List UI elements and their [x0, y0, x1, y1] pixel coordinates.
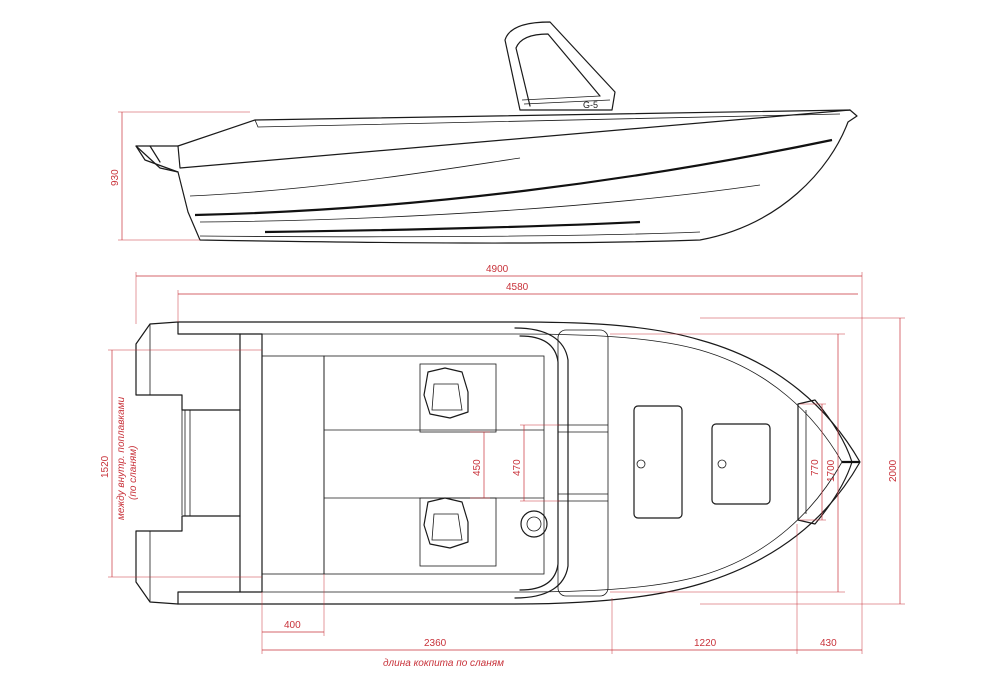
note-between-sponsons-1: между внутр. поплавками: [116, 396, 127, 520]
hatch-fwd-handle: [717, 459, 727, 469]
side-strake-lower: [199, 184, 761, 223]
plan-hull-outline: [177, 321, 861, 605]
dim-770-label: 770: [810, 459, 821, 476]
side-chine-line: [194, 138, 833, 217]
dim-2360-label: 2360: [424, 638, 447, 649]
seat-port-cushion: [431, 383, 463, 411]
side-spray-rail: [264, 220, 641, 234]
dim-1220-label: 1220: [694, 638, 717, 649]
side-hull-outline: [135, 109, 858, 244]
dim-930-label: 930: [110, 169, 121, 186]
note-between-sponsons-2: (по сланям): [128, 446, 139, 500]
console-frame: [557, 329, 609, 597]
dim-4900-label: 4900: [486, 264, 509, 275]
console-windshield-inner: [519, 335, 559, 591]
windshield-badge: G-5: [583, 100, 598, 110]
dim-2000-label: 2000: [888, 459, 899, 482]
console-windshield: [514, 327, 569, 599]
steering-wheel-hub: [526, 516, 542, 532]
dim-400-label: 400: [284, 620, 301, 631]
plan-view: 4900 4580 2000 1700 770 1520 между внутр…: [100, 264, 905, 669]
side-windshield-inner: [515, 33, 601, 107]
sponson-starboard: [135, 515, 241, 605]
side-transom-bracket: [135, 145, 179, 173]
side-gunwale-inner: [254, 113, 841, 128]
side-windshield-frame: [521, 95, 611, 105]
sponson-port: [135, 321, 241, 411]
gunwale-inner-port: [262, 333, 843, 463]
seat-stbd-cushion: [431, 513, 463, 541]
cockpit-floor: [323, 355, 545, 575]
transom: [239, 333, 263, 593]
hatch-aft-handle: [636, 459, 646, 469]
side-windshield: [504, 21, 616, 111]
dim-430-label: 430: [820, 638, 837, 649]
note-cockpit-length: длина кокпита по сланям: [383, 658, 504, 669]
dim-1520-label: 1520: [100, 455, 111, 478]
side-strake-upper: [189, 157, 521, 197]
seat-stbd: [423, 497, 469, 549]
steering-wheel: [520, 510, 548, 538]
dim-1700-label: 1700: [826, 459, 837, 482]
aft-bench: [261, 355, 325, 575]
sponson-port-inner: [149, 324, 183, 515]
seat-base-stbd: [419, 497, 497, 567]
hatch-fwd: [711, 423, 771, 505]
dim-450-label: 450: [472, 459, 483, 476]
seat-port: [423, 367, 469, 419]
side-gunwale: [177, 109, 851, 169]
hatch-aft: [633, 405, 683, 519]
dim-470-label: 470: [512, 459, 523, 476]
seat-base-port: [419, 363, 497, 433]
dim-4580-label: 4580: [506, 282, 529, 293]
gunwale-inner-stbd: [262, 461, 843, 593]
side-view: G-5 930: [110, 21, 858, 244]
side-keel-line: [199, 231, 701, 238]
